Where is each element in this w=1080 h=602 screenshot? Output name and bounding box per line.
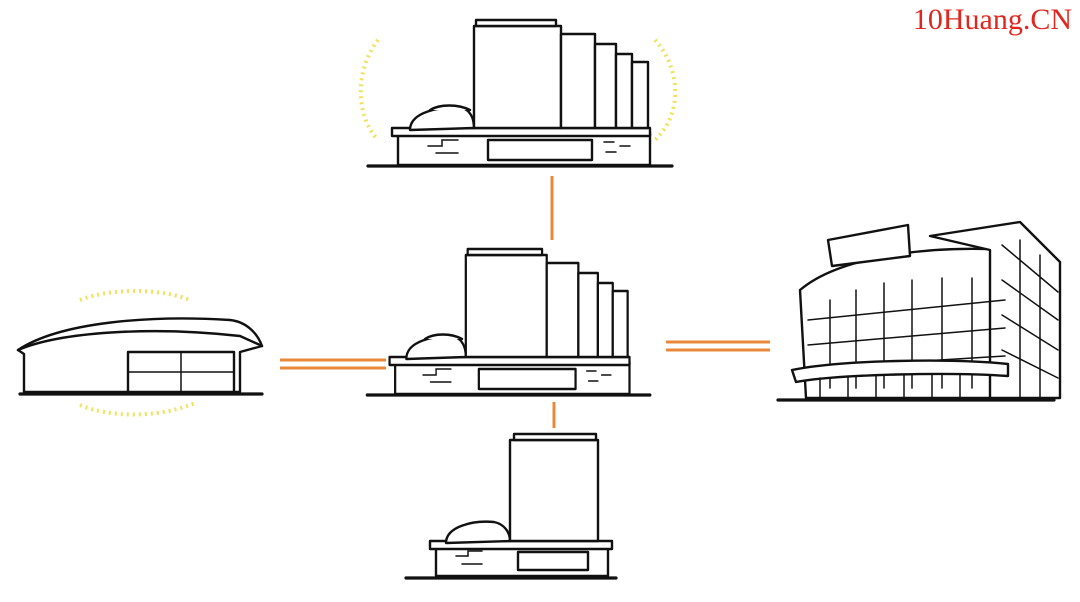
watermark-logo: 10Huang.CN [912, 3, 1072, 36]
factory-top-icon [366, 18, 674, 168]
connector-warehouse-center [280, 358, 386, 370]
connector-center-office [666, 340, 770, 352]
factory-bottom-icon [404, 432, 618, 580]
warehouse-icon [16, 317, 264, 396]
glow-halo-factory-top [358, 38, 678, 142]
factory-center-icon [365, 247, 652, 397]
office-building-icon [776, 220, 1062, 402]
